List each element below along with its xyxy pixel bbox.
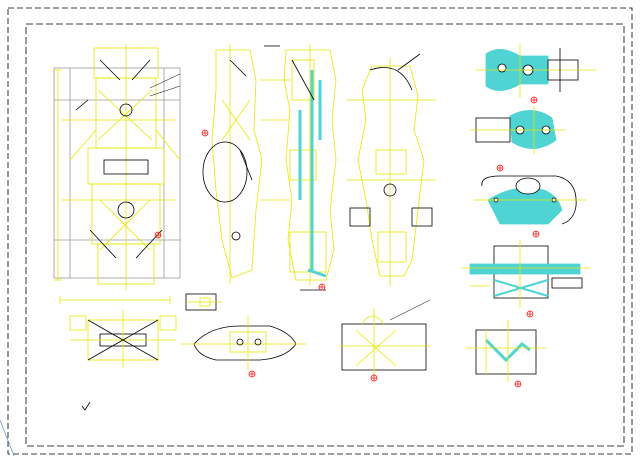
- section-view-2-drawing: [346, 53, 436, 286]
- section-marker-icon: [496, 164, 504, 172]
- section-marker-icon: [530, 96, 538, 104]
- front-view-drawing: [53, 44, 181, 304]
- detail-a-drawing: [476, 44, 596, 98]
- sheet-frame: [0, 7, 633, 456]
- check-icon: [81, 401, 91, 411]
- section-c-drawing: [340, 299, 431, 380]
- section-b-drawing: [180, 316, 306, 370]
- section-marker-icon: [370, 374, 378, 382]
- section-marker-icon: [526, 310, 534, 318]
- detail-d-drawing: [462, 240, 590, 308]
- section-marker-icon: [154, 231, 162, 239]
- section-marker-icon: [201, 129, 209, 137]
- section-marker-icon: [532, 230, 540, 238]
- section-marker-icon: [248, 370, 256, 378]
- note-line: [50, 414, 140, 418]
- section-a-drawing: [69, 310, 177, 368]
- general-notes: [50, 398, 140, 418]
- side-view-drawing: [202, 44, 290, 284]
- bolt-detail-drawing: [185, 293, 222, 311]
- detail-c-drawing: [474, 175, 586, 225]
- section-view-1-drawing: [283, 44, 337, 291]
- section-marker-icon: [318, 283, 326, 291]
- section-e-drawing: [466, 320, 546, 382]
- section-marker-icon: [514, 380, 522, 388]
- detail-b-drawing: [470, 106, 566, 154]
